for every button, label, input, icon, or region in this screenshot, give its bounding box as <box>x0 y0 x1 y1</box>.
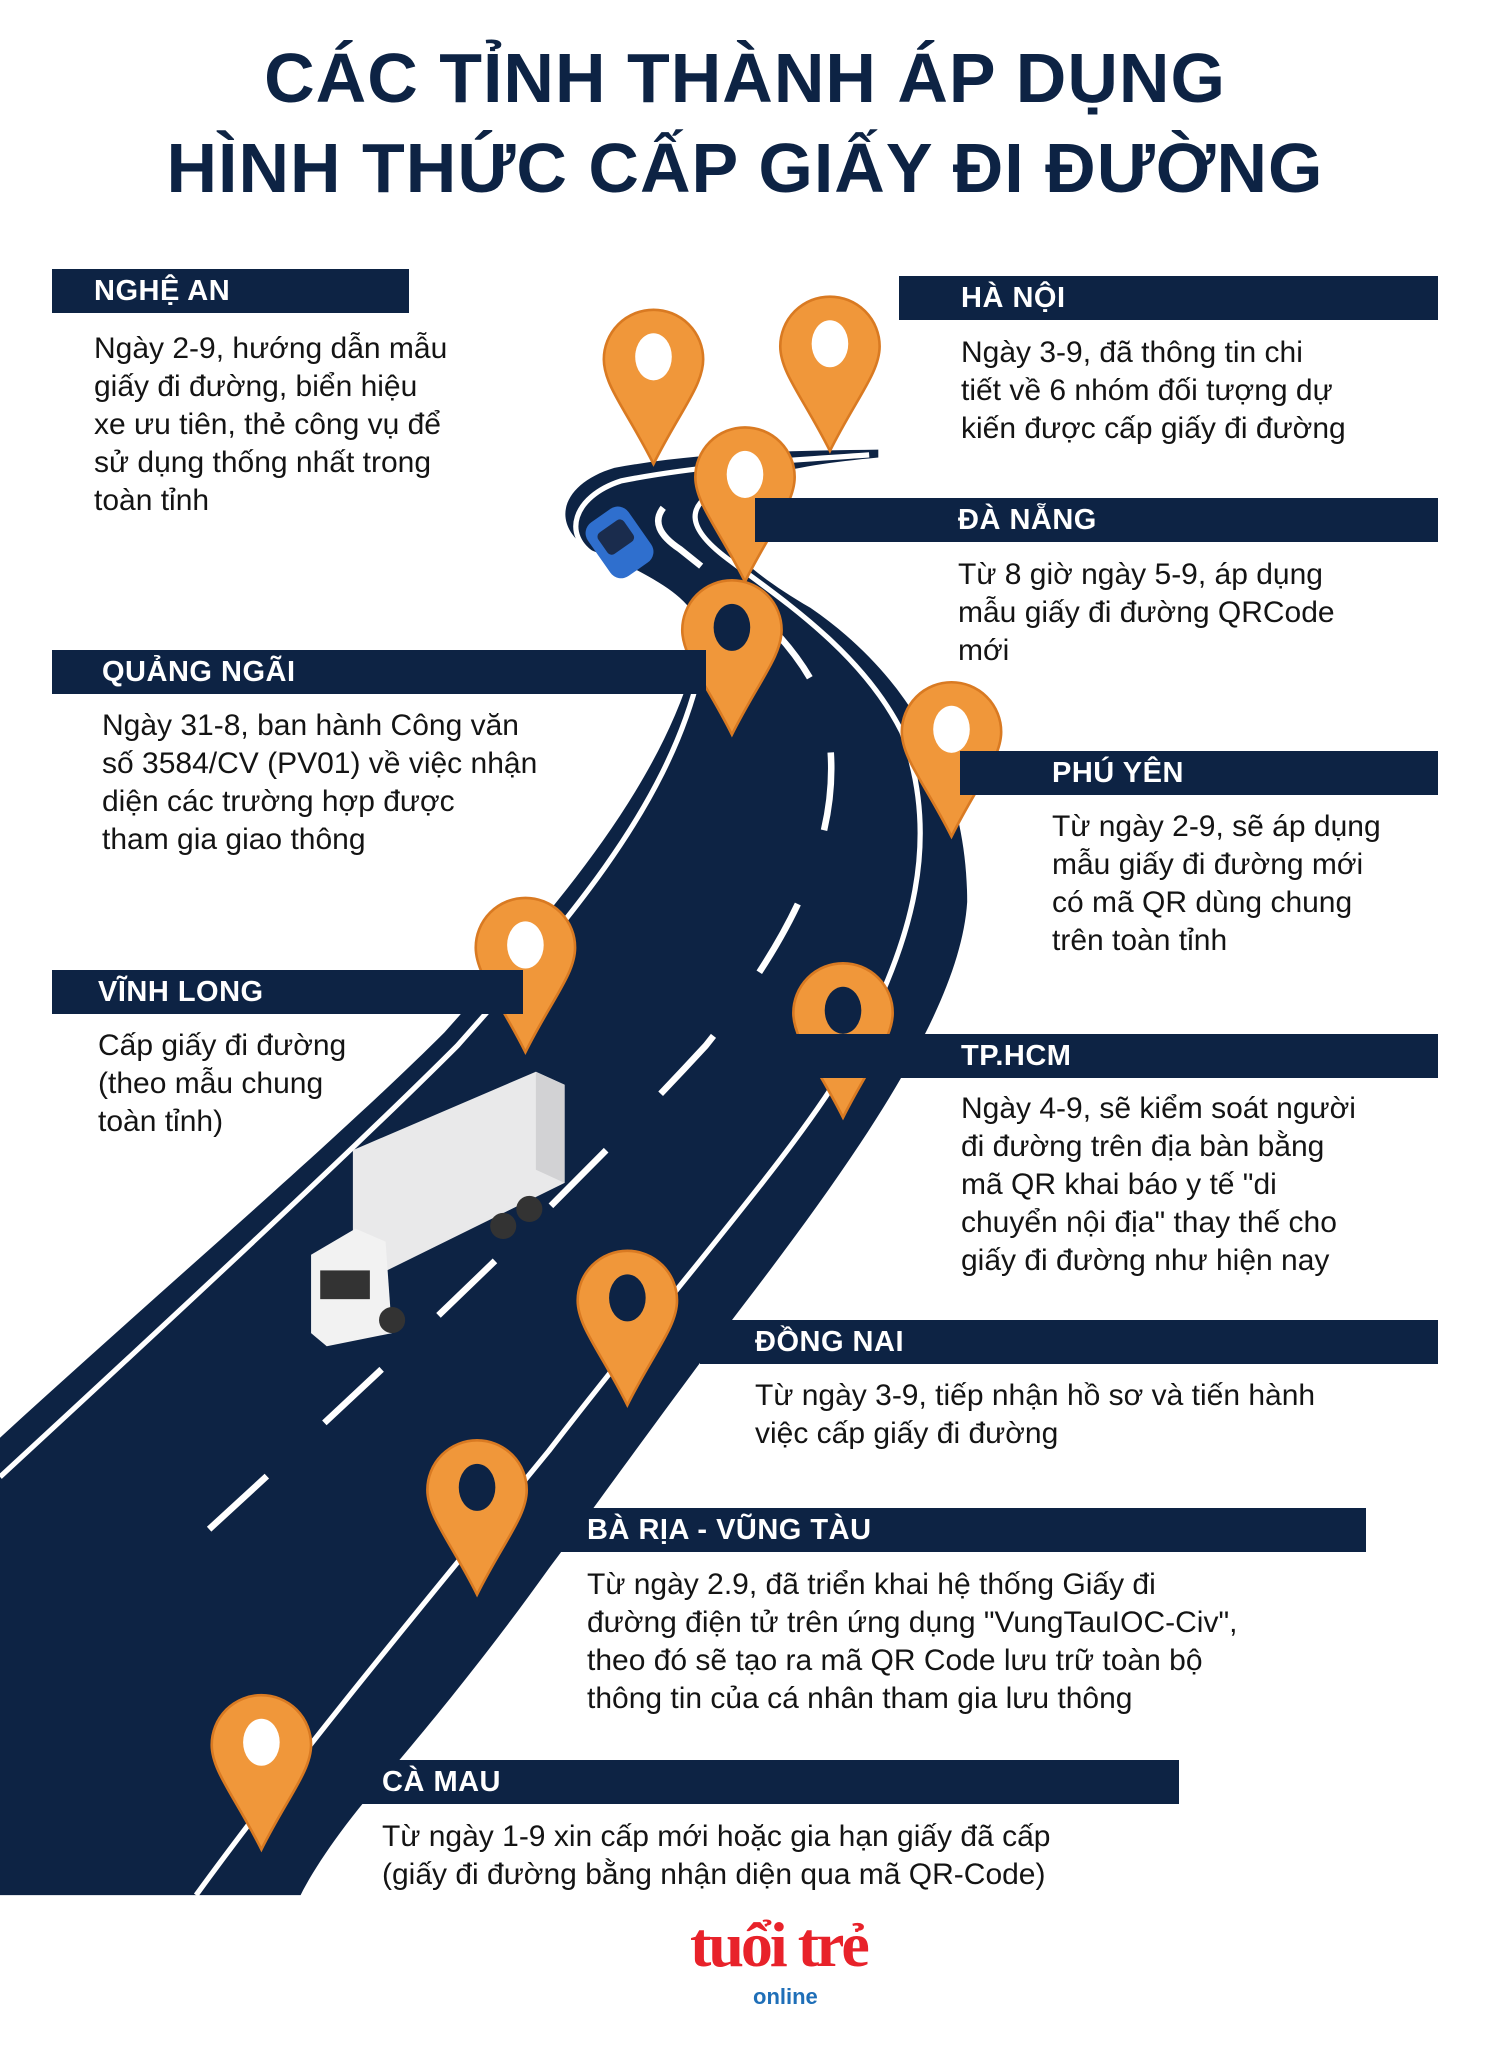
description-line: mẫu giấy đi đường QRCode <box>958 596 1335 629</box>
province-name: ĐỒNG NAI <box>755 1326 904 1358</box>
description-line: mã QR khai báo y tế "di <box>961 1168 1277 1201</box>
description-line: việc cấp giấy đi đường <box>755 1417 1059 1450</box>
map-pin-icon <box>474 896 577 1056</box>
tuoi-tre-online-logo: tuổi trẻ online <box>690 1912 890 2022</box>
province-body-ha-noi: Ngày 3-9, đã thông tin chi tiết về 6 nhóm… <box>961 334 1346 448</box>
description-line: Từ ngày 2-9, sẽ áp dụng <box>1052 810 1381 843</box>
province-header-nghe-an: NGHỆ AN <box>52 269 409 313</box>
description-line: mới <box>958 634 1010 667</box>
description-line: sử dụng thống nhất trong <box>94 446 432 479</box>
province-body-dong-nai: Từ ngày 3-9, tiếp nhận hồ sơ và tiến hàn… <box>755 1377 1315 1453</box>
province-body-tphcm: Ngày 4-9, sẽ kiểm soát người đi đường trê… <box>961 1090 1356 1280</box>
province-name: ĐÀ NẴNG <box>958 504 1097 536</box>
road-center-dash <box>206 470 835 1532</box>
description-line: Ngày 31-8, ban hành Công văn <box>102 709 519 742</box>
description-line: Từ 8 giờ ngày 5-9, áp dụng <box>958 558 1323 591</box>
description-line: Ngày 2-9, hướng dẫn mẫu <box>94 332 448 365</box>
province-header-vinh-long: VĨNH LONG <box>52 970 523 1014</box>
province-name: NGHỆ AN <box>94 275 231 307</box>
description-line: giấy đi đường, biển hiệu <box>94 370 418 403</box>
description-line: Từ ngày 1-9 xin cấp mới hoặc gia hạn giấ… <box>382 1820 1051 1853</box>
map-pin-icon <box>602 308 705 467</box>
province-header-ca-mau: CÀ MAU <box>330 1760 1179 1804</box>
province-name: HÀ NỘI <box>961 282 1066 314</box>
province-body-ba-ria-vung-tau: Từ ngày 2.9, đã triển khai hệ thống Giấy… <box>587 1566 1237 1718</box>
title-line-1: CÁC TỈNH THÀNH ÁP DỤNG <box>264 39 1226 117</box>
province-header-quang-ngai: QUẢNG NGÃI <box>52 650 706 694</box>
description-line: xe ưu tiên, thẻ công vụ để <box>94 408 441 441</box>
province-body-nghe-an: Ngày 2-9, hướng dẫn mẫu giấy đi đường, bi… <box>94 330 447 520</box>
description-line: (giấy đi đường bằng nhận diện qua mã QR-… <box>382 1858 1046 1891</box>
map-pin-icon <box>426 1439 529 1598</box>
province-body-vinh-long: Cấp giấy đi đường (theo mẫu chung toàn tỉn… <box>98 1027 346 1141</box>
description-line: Ngày 4-9, sẽ kiểm soát người <box>961 1092 1356 1125</box>
description-line: tiết về 6 nhóm đối tượng dự <box>961 374 1333 407</box>
province-body-da-nang: Từ 8 giờ ngày 5-9, áp dụng mẫu giấy đi đư… <box>958 556 1335 670</box>
province-header-ha-noi: HÀ NỘI <box>899 276 1438 320</box>
description-line: toàn tỉnh <box>94 484 210 517</box>
logo-main-text: tuổi trẻ <box>690 1909 870 1980</box>
description-line: kiến được cấp giấy đi đường <box>961 412 1346 445</box>
map-pin-icon <box>778 295 881 454</box>
truck-icon <box>311 1071 565 1347</box>
description-line: Cấp giấy đi đường <box>98 1029 347 1062</box>
description-line: theo đó sẽ tạo ra mã QR Code lưu trữ toà… <box>587 1644 1203 1677</box>
province-body-ca-mau: Từ ngày 1-9 xin cấp mới hoặc gia hạn giấ… <box>382 1818 1050 1894</box>
province-name: VĨNH LONG <box>98 976 264 1008</box>
province-name: PHÚ YÊN <box>1052 757 1184 789</box>
province-header-tphcm: TP.HCM <box>784 1034 1438 1078</box>
description-line: toàn tỉnh) <box>98 1105 224 1138</box>
description-line: (theo mẫu chung <box>98 1067 324 1100</box>
province-name: TP.HCM <box>961 1040 1072 1072</box>
logo-sub-text: online <box>753 1984 818 2009</box>
province-header-dong-nai: ĐỒNG NAI <box>700 1320 1438 1364</box>
map-pin-icon <box>694 426 796 585</box>
description-line: tham gia giao thông <box>102 823 366 856</box>
map-pin-icon <box>576 1249 679 1408</box>
description-line: Ngày 3-9, đã thông tin chi <box>961 336 1303 369</box>
description-line: thông tin của cá nhân tham gia lưu thông <box>587 1682 1133 1715</box>
province-header-da-nang: ĐÀ NẴNG <box>755 498 1438 542</box>
description-line: đi đường trên địa bàn bằng <box>961 1130 1325 1163</box>
map-pin-icon <box>210 1693 313 1853</box>
province-header-ba-ria-vung-tau: BÀ RỊA - VŨNG TÀU <box>560 1508 1366 1552</box>
province-name: BÀ RỊA - VŨNG TÀU <box>587 1514 872 1546</box>
province-header-phu-yen: PHÚ YÊN <box>960 751 1438 795</box>
province-name: CÀ MAU <box>382 1766 501 1798</box>
description-line: trên toàn tỉnh <box>1052 924 1228 957</box>
description-line: chuyển nội địa" thay thế cho <box>961 1206 1337 1239</box>
province-body-phu-yen: Từ ngày 2-9, sẽ áp dụng mẫu giấy đi đường… <box>1052 808 1381 960</box>
province-body-quang-ngai: Ngày 31-8, ban hành Công văn số 3584/CV (… <box>102 707 537 859</box>
description-line: số 3584/CV (PV01) về việc nhận <box>102 747 538 780</box>
description-line: diện các trường hợp được <box>102 785 455 818</box>
title-line-2: HÌNH THỨC CẤP GIẤY ĐI ĐƯỜNG <box>166 129 1324 207</box>
description-line: Từ ngày 2.9, đã triển khai hệ thống Giấy… <box>587 1568 1156 1601</box>
description-line: đường điện tử trên ứng dụng "VungTauIOC-… <box>587 1606 1238 1639</box>
description-line: Từ ngày 3-9, tiếp nhận hồ sơ và tiến hàn… <box>755 1379 1316 1412</box>
description-line: mẫu giấy đi đường mới <box>1052 848 1364 881</box>
description-line: giấy đi đường như hiện nay <box>961 1244 1330 1277</box>
car-icon <box>585 506 654 579</box>
province-name: QUẢNG NGÃI <box>102 656 296 688</box>
description-line: có mã QR dùng chung <box>1052 886 1353 919</box>
